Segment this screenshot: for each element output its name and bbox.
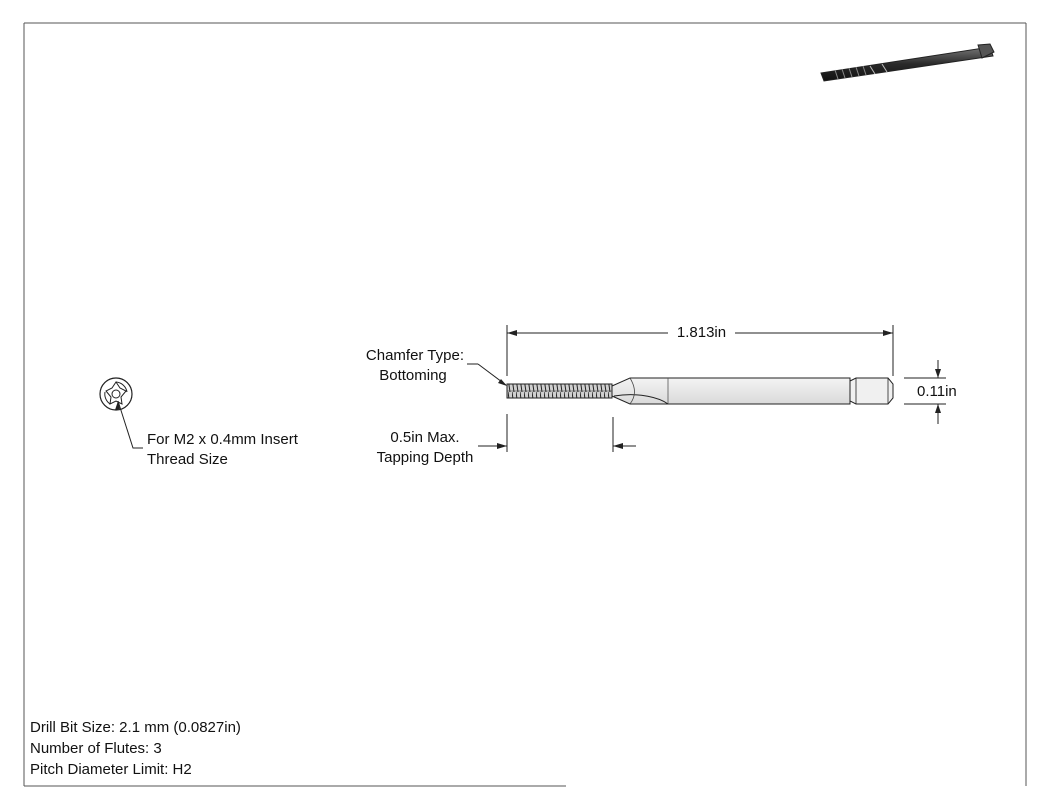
spec-pitch-diameter-limit: Pitch Diameter Limit: H2: [30, 761, 192, 778]
spec-number-of-flutes: Number of Flutes: 3: [30, 740, 162, 757]
insert-leader-arrow: [115, 401, 120, 410]
chamfer-leader: [467, 363, 507, 386]
tapping-depth-line1: 0.5in Max.: [390, 429, 460, 446]
insert-thread-line1: For M2 x 0.4mm Insert: [147, 431, 298, 448]
spec-drill-bit-size: Drill Bit Size: 2.1 mm (0.0827in): [30, 719, 241, 736]
isometric-tap-preview: [820, 43, 995, 82]
chamfer-type-line2: Bottoming: [379, 367, 447, 384]
tapping-depth-label: 0.5in Max. Tapping Depth: [365, 428, 485, 468]
tapping-depth-line2: Tapping Depth: [376, 449, 474, 466]
tap-side-view: [506, 377, 894, 405]
insert-thread-line2: Thread Size: [147, 451, 228, 468]
overall-length-dimension: [506, 325, 894, 376]
insert-leader-line: [117, 400, 143, 449]
chamfer-type-label: Chamfer Type: Bottoming: [340, 346, 464, 386]
insert-thread-label: For M2 x 0.4mm Insert Thread Size: [147, 430, 298, 470]
spec-list: Drill Bit Size: 2.1 mm (0.0827in) Number…: [30, 717, 241, 780]
tap-end-view: [99, 377, 133, 411]
diameter-dimension: [904, 360, 946, 424]
diameter-label: 0.11in: [917, 383, 957, 400]
chamfer-type-line1: Chamfer Type:: [365, 347, 464, 364]
tapping-depth-dimension: [478, 414, 636, 452]
overall-length-label: 1.813in: [676, 324, 727, 341]
